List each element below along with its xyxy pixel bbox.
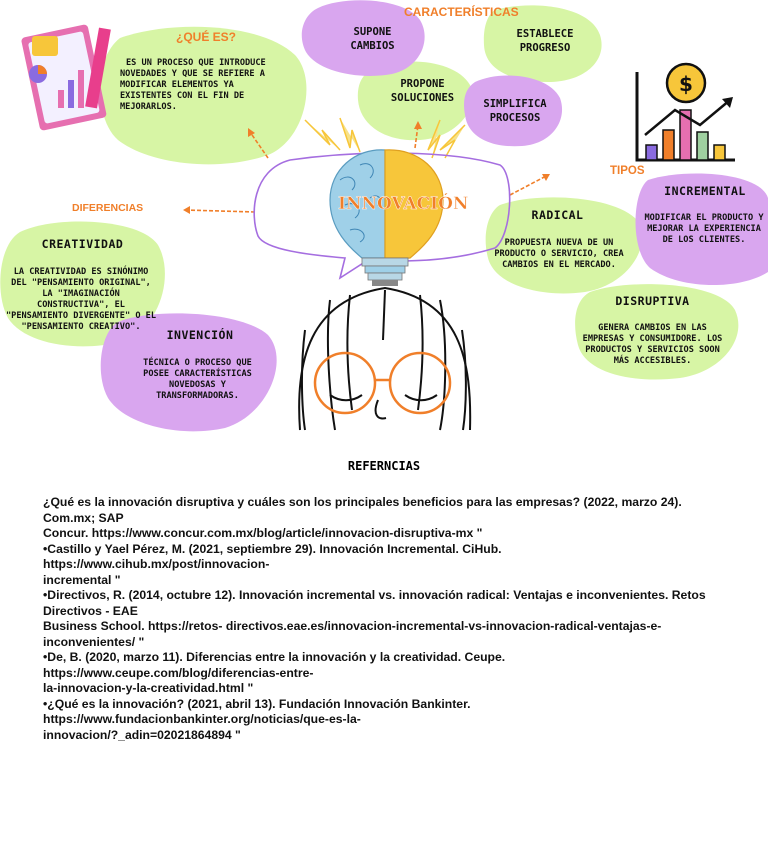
person-with-glasses-illustration (298, 286, 472, 431)
arrow-diferencias (184, 209, 256, 213)
analytics-chart-icon (21, 24, 111, 131)
spark-icons (304, 117, 466, 159)
brain-lightbulb-icon (329, 149, 444, 286)
references-title: REFERNCIAS (347, 459, 421, 473)
invencion-blob (100, 313, 277, 432)
incremental-text: MODIFICAR EL PRODUCTO Y MEJORAR LA EXPER… (644, 213, 764, 245)
creatividad-text: LA CREATIVIDAD ES SINÓNIMO DEL "PENSAMIE… (5, 267, 157, 332)
caracteristica-simplifica-procesos: SIMPLIFICA PROCESOS (483, 98, 547, 124)
propone-soluciones-blob (357, 61, 473, 141)
disruptiva-blob (575, 284, 739, 380)
heading-caracteristicas: CARACTERÍSTICAS (404, 5, 519, 19)
caracteristica-supone-cambios: SUPONE CAMBIOS (350, 26, 395, 52)
simplifica-procesos-blob (464, 75, 563, 147)
creatividad-title: CREATIVIDAD (41, 237, 124, 251)
growth-bar-chart-dollar-icon: $ (635, 62, 735, 162)
reference-item: •¿Qué es la innovación? (2021, abril 13)… (43, 696, 471, 742)
disruptiva-text: GENERA CAMBIOS EN LAS EMPRESAS Y CONSUMI… (582, 323, 723, 366)
radical-title: RADICAL (531, 208, 584, 222)
caracteristica-establece-progreso: ESTABLECE PROGRESO (516, 28, 574, 54)
establece-progreso-blob (483, 5, 602, 83)
invencion-text: TÉCNICA O PROCESO QUE POSEE CARACTERÍSTI… (143, 358, 252, 401)
svg-text:$: $ (679, 72, 693, 96)
reference-item: •Directivos, R. (2014, octubre 12). Inno… (43, 588, 706, 649)
arrow-que-es (249, 131, 269, 159)
supone-cambios-blob (301, 0, 425, 76)
caracteristica-propone-soluciones: PROPONE SOLUCIONES (390, 78, 455, 104)
reference-item: •Castillo y Yael Pérez, M. (2021, septie… (43, 541, 502, 587)
diagram-canvas: $ (0, 0, 768, 432)
que-es-text: ES UN PROCESO QUE INTRODUCE NOVEDADES Y … (120, 58, 266, 112)
incremental-title: INCREMENTAL (664, 184, 746, 198)
center-title: INNOVACIÓN (338, 194, 469, 214)
references-list: ¿Qué es la innovación disruptiva y cuále… (43, 495, 723, 743)
heading-que-es: ¿QUÉ ES? (176, 30, 237, 44)
reference-item: ¿Qué es la innovación disruptiva y cuále… (43, 495, 682, 540)
radical-text: PROPUESTA NUEVA DE UN PRODUCTO O SERVICI… (494, 238, 624, 270)
creatividad-blob (0, 221, 165, 347)
speech-bubble (253, 152, 511, 280)
radical-blob (485, 197, 642, 294)
heading-tipos: TIPOS (610, 165, 645, 177)
invencion-title: INVENCIÓN (166, 328, 234, 342)
reference-item: •De, B. (2020, marzo 11). Diferencias en… (43, 650, 506, 695)
arrow-tipos (509, 174, 549, 196)
disruptiva-title: DISRUPTIVA (615, 294, 690, 308)
incremental-blob (635, 173, 768, 286)
que-es-blob (99, 26, 307, 165)
heading-diferencias: DIFERENCIAS (72, 202, 144, 214)
